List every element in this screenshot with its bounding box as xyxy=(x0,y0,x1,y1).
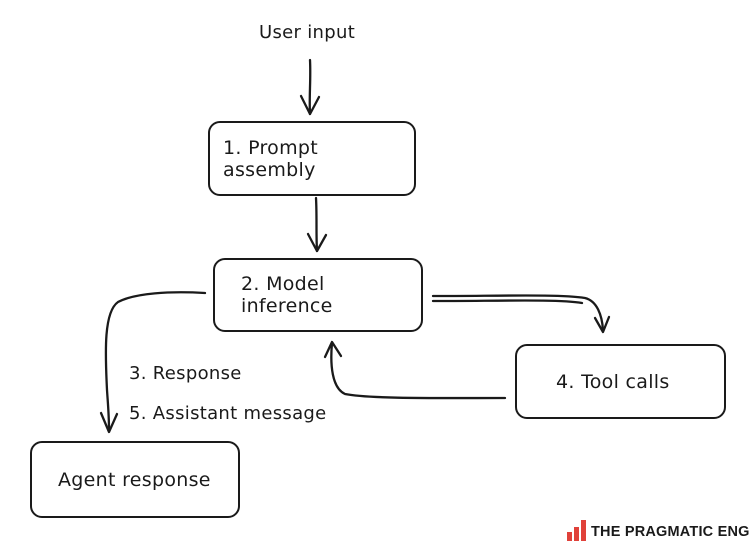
bar-chart-icon xyxy=(567,519,586,541)
arrow-input-to-prompt xyxy=(299,58,321,116)
user-input-label: User input xyxy=(259,22,356,43)
edge-label-assistant-message: 5. Assistant message xyxy=(129,403,327,424)
arrow-prompt-to-inference xyxy=(306,196,328,253)
node-tool-calls: 4. Tool calls xyxy=(515,344,726,419)
node-prompt-assembly-label: 1. Prompt assembly xyxy=(223,136,319,181)
node-agent-response: Agent response xyxy=(30,441,240,518)
arrow-inference-to-tools xyxy=(431,294,611,334)
node-tool-calls-label: 4. Tool calls xyxy=(556,370,670,393)
brand-text: THE PRAGMATIC ENGINEER xyxy=(591,524,750,540)
arrow-tools-to-inference xyxy=(323,340,507,400)
node-agent-response-label: Agent response xyxy=(58,468,211,491)
node-prompt-assembly: 1. Prompt assembly xyxy=(208,121,416,196)
edge-label-response: 3. Response xyxy=(129,363,242,384)
node-model-inference: 2. Model inference xyxy=(213,258,423,332)
pragmatic-engineer-branding: THE PRAGMATIC ENGINEER xyxy=(567,519,750,541)
arrow-inference-to-agent-response xyxy=(99,291,207,434)
node-model-inference-label: 2. Model inference xyxy=(241,273,333,317)
